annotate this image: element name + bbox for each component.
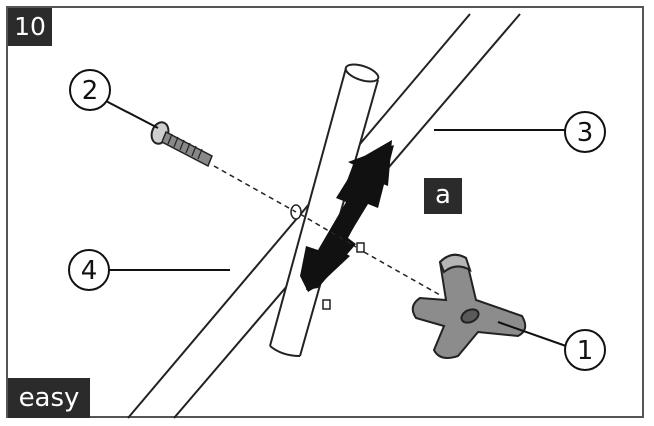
callout-1-number: 1 xyxy=(577,336,594,366)
difficulty-badge: easy xyxy=(8,378,90,418)
screw-part xyxy=(150,121,213,168)
star-knob xyxy=(411,253,527,359)
callout-3: 3 xyxy=(564,111,606,153)
callout-4: 4 xyxy=(68,249,110,291)
alignment-dashes xyxy=(213,165,441,296)
diagram-frame xyxy=(6,6,644,418)
callout-leaders xyxy=(103,99,567,347)
callout-2: 2 xyxy=(69,69,111,111)
callout-3-number: 3 xyxy=(577,118,594,148)
callout-1: 1 xyxy=(564,329,606,371)
step-number-badge: 10 xyxy=(8,8,52,46)
sliding-tube xyxy=(269,63,380,357)
callout-4-number: 4 xyxy=(81,256,98,286)
motion-label-badge: a xyxy=(424,178,462,214)
adjustment-arrow xyxy=(300,140,394,292)
callout-2-number: 2 xyxy=(82,76,99,106)
